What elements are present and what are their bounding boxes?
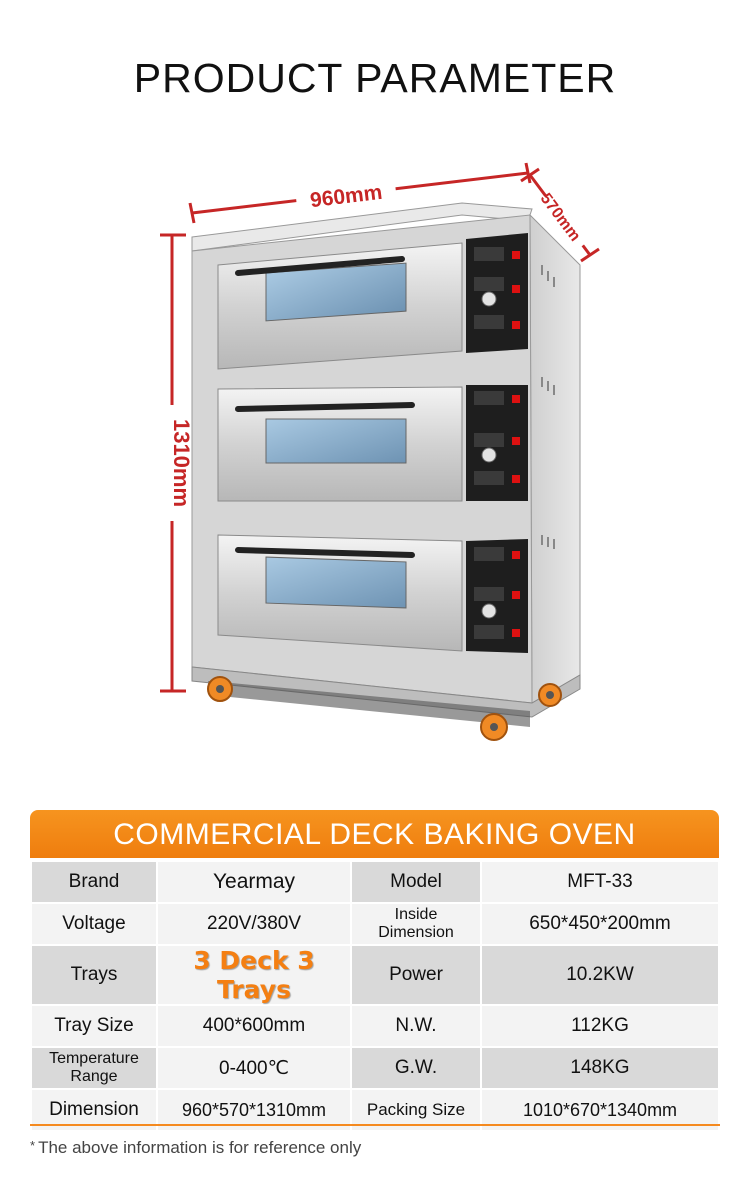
spec-value: 1010*670*1340mm: [482, 1090, 718, 1130]
spec-value: 112KG: [482, 1006, 718, 1046]
footnote-asterisk: *: [30, 1138, 36, 1153]
spec-value: MFT-33: [482, 862, 718, 902]
trays-highlight: 3 Deck 3 Trays: [193, 946, 315, 1004]
height-dimension: 1310mm: [158, 233, 194, 693]
spec-value: 400*600mm: [158, 1006, 350, 1046]
footnote-text: The above information is for reference o…: [38, 1138, 362, 1157]
width-label: 960mm: [309, 181, 384, 212]
spec-key: Voltage: [32, 904, 156, 944]
page-title: PRODUCT PARAMETER: [133, 55, 617, 101]
deck-bottom: [217, 534, 528, 653]
spec-value: 650*450*200mm: [482, 904, 718, 944]
height-label: 1310mm: [169, 419, 194, 507]
oven-product-image: 960mm 570mm 1310mm: [158, 162, 600, 741]
spec-row-dimension: Dimension 960*570*1310mm Packing Size 10…: [32, 1090, 718, 1130]
oven-base: [191, 666, 581, 727]
width-dimension: 960mm: [188, 162, 532, 224]
spec-key: Temperature Range: [32, 1048, 156, 1088]
spec-key: Inside Dimension: [352, 904, 480, 944]
spec-table: Brand Yearmay Model MFT-33 Voltage 220V/…: [30, 860, 720, 1132]
spec-row-voltage: Voltage 220V/380V Inside Dimension 650*4…: [32, 904, 718, 944]
spec-key: Tray Size: [32, 1006, 156, 1046]
spec-banner: COMMERCIAL DECK BAKING OVEN: [30, 810, 719, 858]
footer-divider: [30, 1124, 720, 1126]
spec-key: Brand: [32, 862, 156, 902]
spec-key: Model: [352, 862, 480, 902]
spec-row-brand: Brand Yearmay Model MFT-33: [32, 862, 718, 902]
caster-wheels: [207, 676, 562, 741]
spec-value: 148KG: [482, 1048, 718, 1088]
spec-value: 3 Deck 3 Trays: [158, 946, 350, 1004]
control-panel: [474, 247, 520, 639]
spec-key: Trays: [32, 946, 156, 1004]
spec-key: Packing Size: [352, 1090, 480, 1130]
spec-key: G.W.: [352, 1048, 480, 1088]
spec-value: 960*570*1310mm: [158, 1090, 350, 1130]
spec-row-tray-size: Tray Size 400*600mm N.W. 112KG: [32, 1006, 718, 1046]
spec-value: 0-400℃: [158, 1048, 350, 1088]
spec-key: Power: [352, 946, 480, 1004]
reference-note: *The above information is for reference …: [30, 1138, 361, 1158]
spec-row-trays: Trays 3 Deck 3 Trays Power 10.2KW: [32, 946, 718, 1004]
spec-value: 10.2KW: [482, 946, 718, 1004]
spec-key: N.W.: [352, 1006, 480, 1046]
spec-value: Yearmay: [158, 862, 350, 902]
spec-row-temperature: Temperature Range 0-400℃ G.W. 148KG: [32, 1048, 718, 1088]
spec-value: 220V/380V: [158, 904, 350, 944]
spec-key: Dimension: [32, 1090, 156, 1130]
